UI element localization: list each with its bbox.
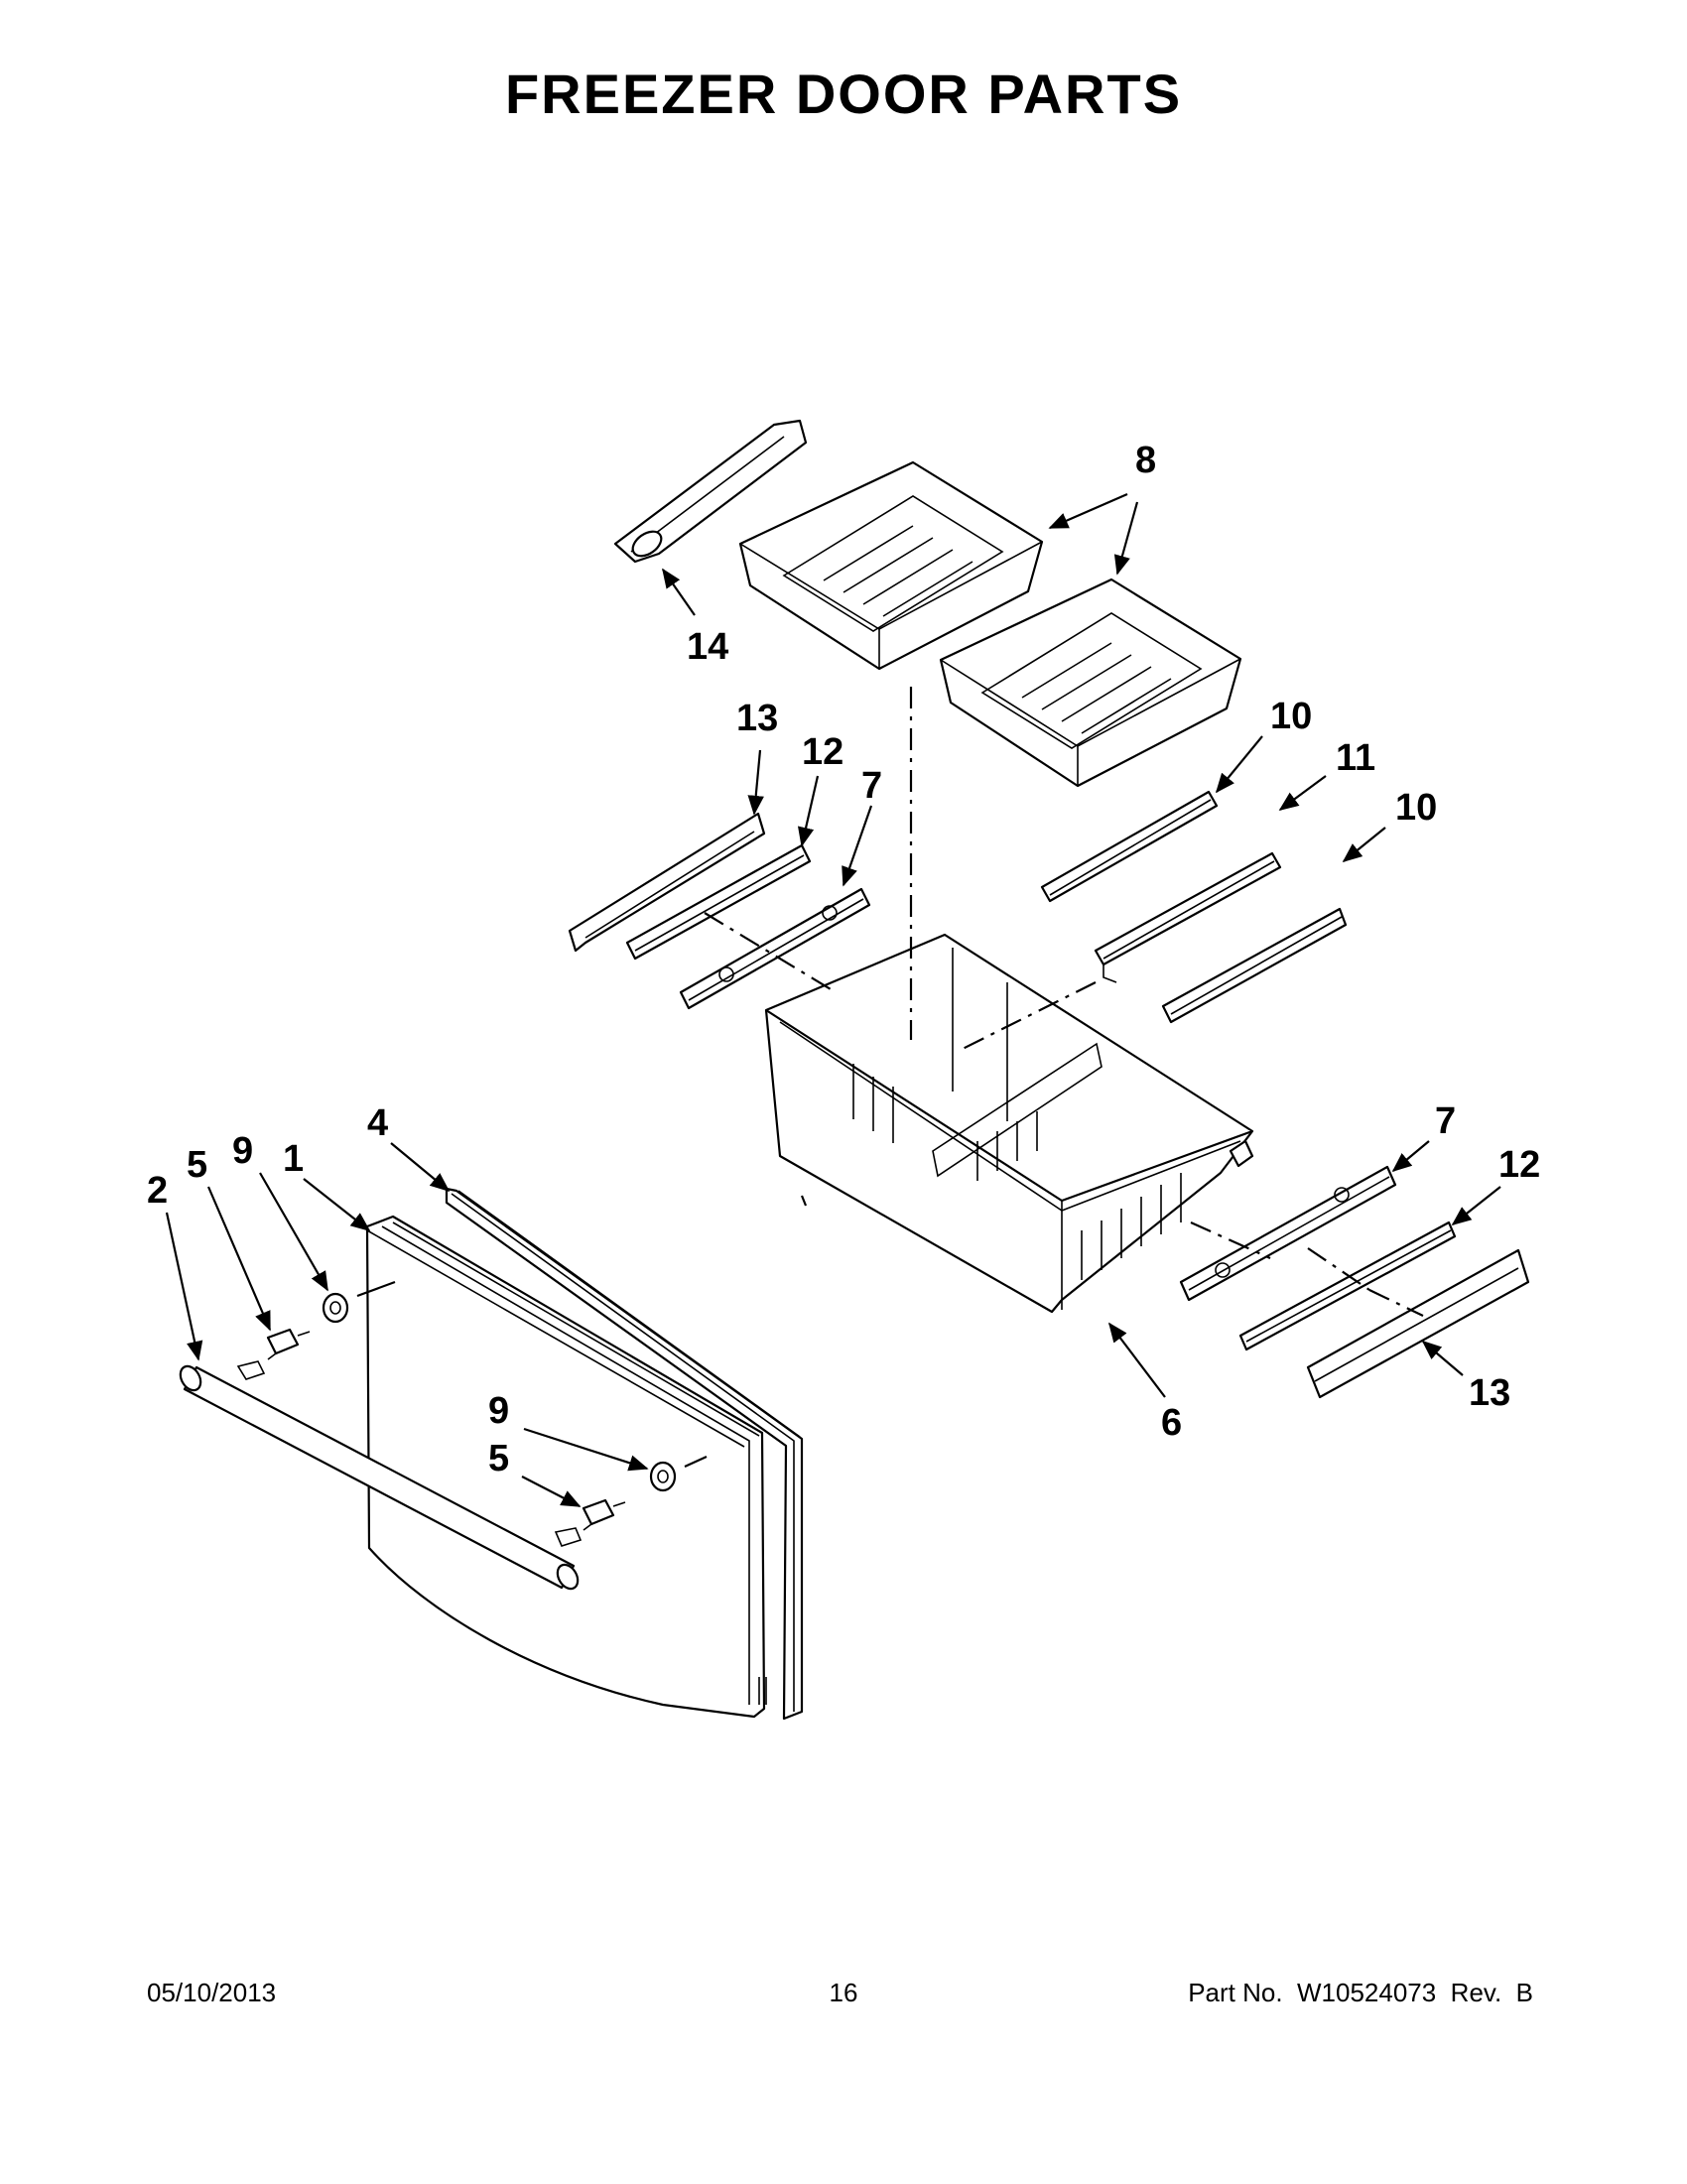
callout-10-upper: 10: [1270, 696, 1312, 737]
callout-14: 14: [687, 626, 728, 668]
callout-13-right: 13: [1469, 1372, 1510, 1414]
callout-12-left: 12: [802, 731, 844, 773]
callout-9-lower: 9: [488, 1390, 509, 1432]
callout-4: 4: [367, 1102, 388, 1144]
rail-bracket-icon: [625, 843, 1457, 1351]
footer-part-number: Part No. W10524073 Rev. B: [1188, 1978, 1533, 2007]
callout-11: 11: [1336, 737, 1375, 779]
callout-5-lower: 5: [488, 1438, 509, 1479]
slide-rail-right-icon: [1040, 790, 1348, 1024]
callout-7-left: 7: [861, 765, 882, 807]
callout-13-left: 13: [736, 698, 778, 739]
callout-9-upper: 9: [232, 1130, 253, 1172]
callout-5-upper: 5: [187, 1144, 207, 1186]
callout-1: 1: [283, 1138, 304, 1180]
footer-page-number: 16: [829, 1978, 858, 2007]
door-gasket-icon: [445, 1187, 804, 1721]
handle-screw-icon: [266, 1328, 626, 1531]
slide-rail-icon: [679, 887, 1397, 1302]
footer-date: 05/10/2013: [147, 1978, 277, 2007]
rail-cover-icon: [568, 812, 1530, 1399]
handle-icon: [179, 1360, 583, 1591]
callout-6: 6: [1161, 1402, 1182, 1444]
handle-spacer-icon: [322, 1292, 677, 1492]
door-panel-icon: [365, 1215, 767, 1719]
air-deflector-icon: [613, 419, 808, 564]
freezer-basket-icon: [764, 933, 1254, 1314]
ice-bin-icon: [738, 460, 1242, 788]
page-title: FREEZER DOOR PARTS: [504, 63, 1183, 125]
callout-10-lower: 10: [1395, 787, 1437, 829]
callout-12-right: 12: [1498, 1144, 1540, 1186]
callout-7-right: 7: [1435, 1100, 1456, 1142]
callout-8: 8: [1135, 440, 1156, 481]
leader-arrows: [165, 492, 1501, 1507]
callout-2: 2: [147, 1170, 168, 1212]
